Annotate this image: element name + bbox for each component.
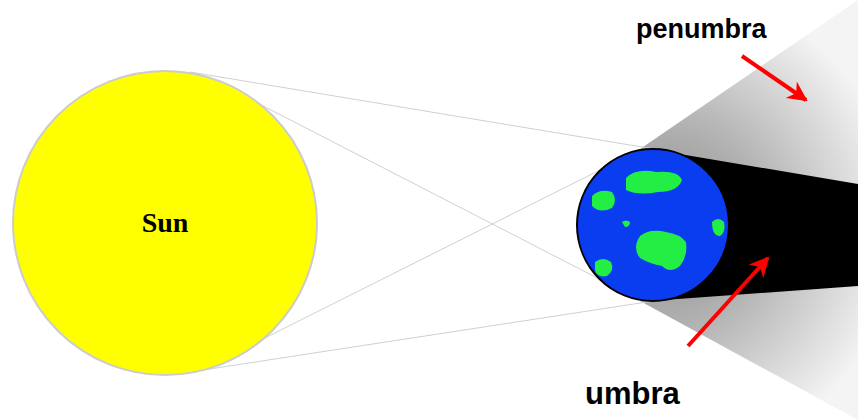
continents xyxy=(592,171,725,277)
region-label: umbra xyxy=(585,378,680,409)
node-label: Sun xyxy=(142,207,189,239)
leader-arrow xyxy=(688,258,768,346)
leader-arrow xyxy=(742,56,806,100)
region-label: penumbra xyxy=(636,16,767,43)
earth-globe xyxy=(577,149,729,301)
sun-circle: Sun xyxy=(12,70,318,376)
